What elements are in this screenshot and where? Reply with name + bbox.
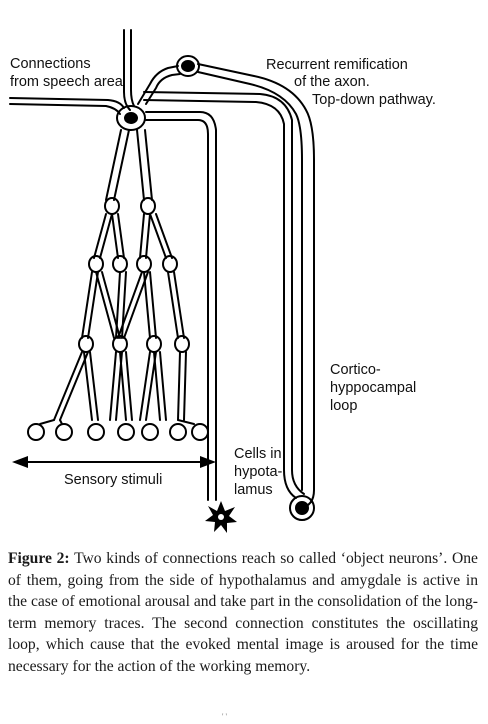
hypothalamus-cell-star (205, 501, 237, 533)
sensory-arrow-right-head (200, 456, 216, 468)
label-cortico-line2: hyppocampal (330, 380, 416, 396)
caption-text: Two kinds of connections reach so called… (8, 550, 478, 675)
label-cells-line3: lamus (234, 482, 273, 498)
recurrent-axon-inner (197, 71, 303, 491)
label-cortico-line3: loop (330, 398, 357, 414)
object-neuron-soma (116, 105, 146, 131)
hippocampal-axon-inner (143, 99, 297, 499)
sensory-neuron-tree (27, 129, 209, 441)
label-connections-line2: from speech area (10, 74, 124, 90)
label-cortico-line1: Cortico- (330, 362, 381, 378)
branch-to-recurrent-soma (137, 65, 181, 105)
recurrent-soma (176, 55, 200, 77)
label-cells-line1: Cells in (234, 446, 282, 462)
label-sensory-stimuli: Sensory stimuli (64, 472, 162, 488)
hippocampal-axon-outer (143, 91, 305, 495)
caption-label: Figure 2: (8, 550, 70, 567)
page-mark: ' ' (222, 712, 227, 721)
figure-caption: Figure 2: Two kinds of connections reach… (8, 548, 478, 678)
speech-fiber-horizontal (9, 97, 125, 115)
speech-fiber-vertical (123, 29, 135, 111)
sensory-arrow-left-head (12, 456, 28, 468)
label-recurrent-line3: Top-down pathway. (312, 92, 436, 108)
label-connections-line1: Connections (10, 56, 91, 72)
hypothalamus-axon-inner (145, 119, 209, 501)
label-recurrent-line2: of the axon. (294, 74, 370, 90)
loop-soma (289, 495, 315, 521)
hypothalamus-axon-outer (145, 111, 217, 501)
neuron-diagram: Connections from speech area Recurrent r… (9, 29, 436, 533)
label-recurrent-line1: Recurrent remification (266, 57, 408, 73)
label-cells-line2: hypota- (234, 464, 283, 480)
